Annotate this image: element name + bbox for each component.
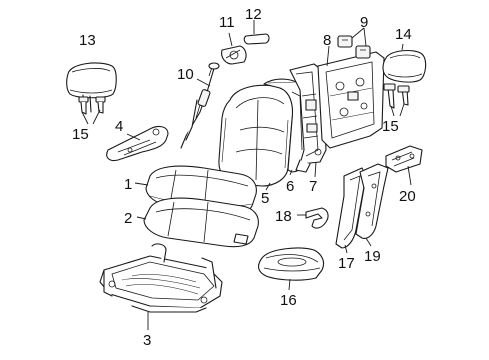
callout-2: 2 — [124, 210, 132, 227]
mounting-bracket — [385, 145, 423, 186]
callout-7: 7 — [309, 178, 317, 195]
callout-4: 4 — [115, 118, 123, 135]
headrest-left — [66, 62, 117, 99]
callout-15-left: 15 — [72, 126, 89, 143]
callout-6: 6 — [286, 178, 294, 195]
lever-cover — [243, 20, 270, 45]
recliner-cable — [180, 62, 220, 149]
callout-13: 13 — [79, 32, 96, 49]
callout-15-right: 15 — [382, 118, 399, 135]
callout-5: 5 — [261, 190, 269, 207]
callout-9: 9 — [360, 14, 368, 31]
seat-cover — [257, 247, 325, 291]
headrest-guides-right — [383, 83, 410, 117]
callout-3: 3 — [143, 332, 151, 349]
release-knobs — [337, 27, 371, 59]
seat-side-trim — [106, 125, 169, 162]
seat-back-frame — [289, 63, 327, 178]
callout-11: 11 — [219, 14, 235, 31]
seat-pad — [136, 197, 259, 248]
callout-17: 17 — [338, 255, 355, 272]
seat-frame — [99, 243, 223, 330]
rear-back-panel — [317, 45, 385, 149]
callout-1: 1 — [124, 176, 132, 193]
callout-10: 10 — [177, 66, 194, 83]
headrest-guides-left — [78, 94, 106, 125]
callout-19: 19 — [364, 248, 381, 265]
callout-18: 18 — [275, 208, 292, 225]
seat-clip — [297, 207, 329, 229]
headrest-right — [382, 43, 427, 83]
release-lever — [221, 32, 247, 65]
side-panel — [355, 163, 389, 247]
callout-20: 20 — [399, 188, 416, 205]
callout-14: 14 — [395, 26, 412, 43]
callout-12: 12 — [245, 6, 262, 23]
callout-8: 8 — [323, 32, 331, 49]
callout-16: 16 — [280, 292, 297, 309]
